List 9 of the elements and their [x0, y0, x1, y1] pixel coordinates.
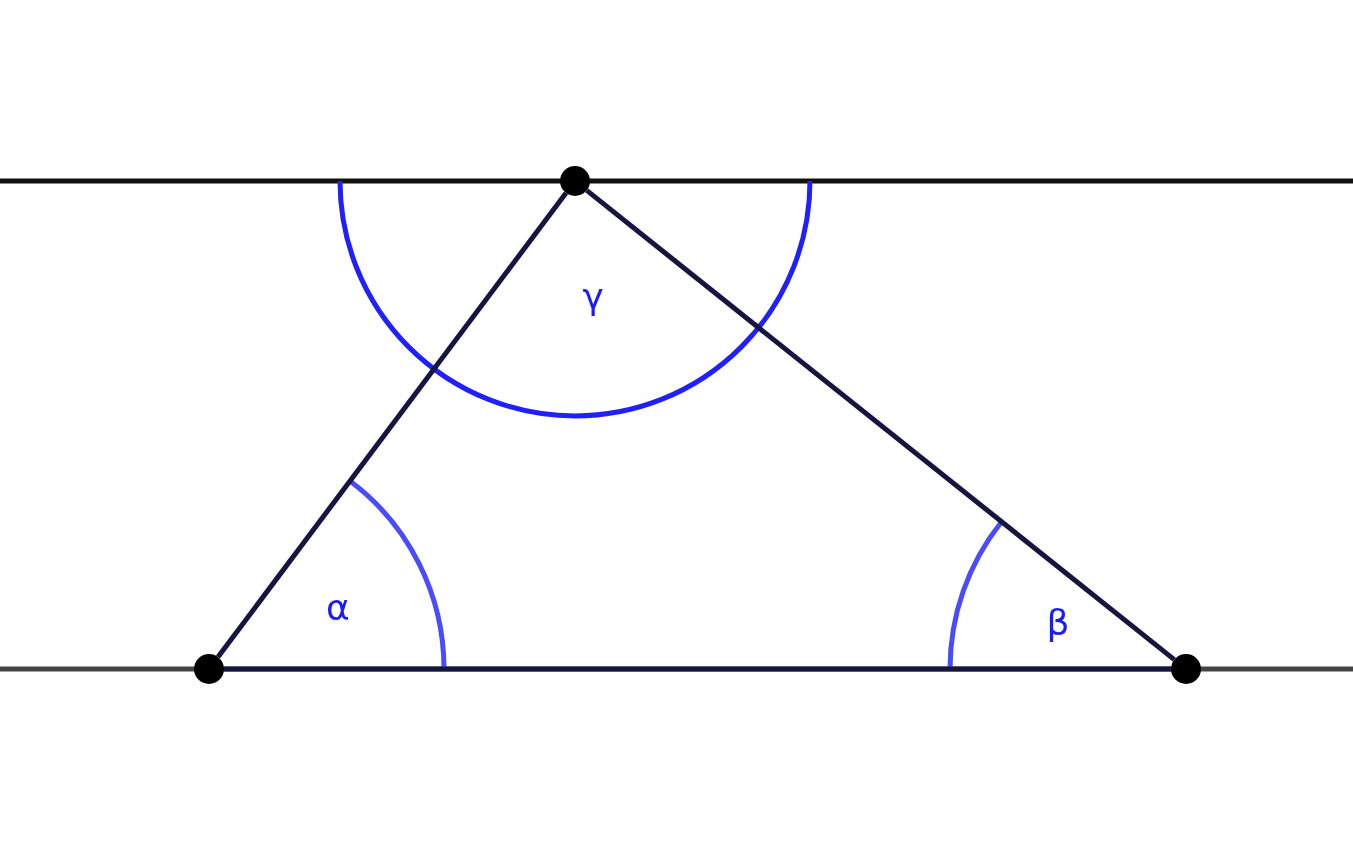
vertex-point — [560, 166, 590, 196]
angle-label: β — [1046, 605, 1070, 641]
triangle-side — [224, 666, 1171, 672]
vertex-point — [1171, 654, 1201, 684]
triangle-side — [216, 191, 568, 659]
angle-label: α — [326, 590, 350, 626]
vertex-point — [194, 654, 224, 684]
angle-label: γ — [582, 279, 604, 315]
triangle-side — [585, 188, 1176, 662]
